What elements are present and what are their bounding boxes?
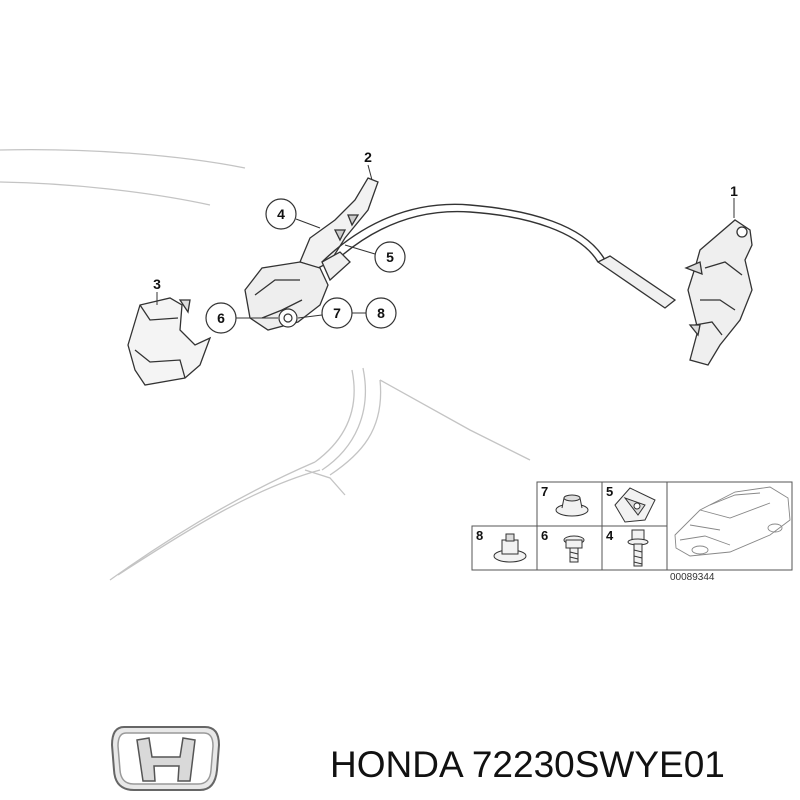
honda-h-logo-icon bbox=[110, 726, 221, 791]
leader-2 bbox=[367, 164, 373, 181]
brand-name: HONDA bbox=[330, 744, 462, 785]
part-3-cover-cap bbox=[127, 297, 212, 386]
car-body-outline bbox=[0, 149, 531, 581]
callout-8-label: 8 bbox=[377, 305, 385, 321]
callout-6-label: 6 bbox=[217, 310, 225, 326]
ref-bolt-icon bbox=[627, 529, 649, 567]
diagram-id: 00089344 bbox=[670, 572, 715, 583]
ref-cell-4-label: 4 bbox=[606, 528, 614, 543]
ref-cell-8-label: 8 bbox=[476, 528, 483, 543]
callout-6: 6 bbox=[205, 302, 278, 334]
callout-7-label: 7 bbox=[333, 305, 341, 321]
ref-clip-nut-icon bbox=[614, 487, 656, 523]
ref-screw-icon bbox=[563, 535, 585, 563]
part-1-motor-assembly bbox=[684, 219, 753, 366]
part-number: 72230SWYE01 bbox=[471, 744, 725, 785]
part-5-cable bbox=[321, 203, 606, 269]
callout-7: 7 bbox=[297, 297, 353, 329]
callout-8: 8 bbox=[352, 297, 397, 329]
ref-washer-icon bbox=[555, 494, 589, 517]
ref-cell-5-label: 5 bbox=[606, 484, 613, 499]
ref-cell-6-label: 6 bbox=[541, 528, 548, 543]
ref-flange-nut-icon bbox=[493, 533, 527, 563]
part-6-nut bbox=[278, 308, 298, 328]
callout-5: 5 bbox=[344, 241, 406, 273]
callout-4-label: 4 bbox=[277, 206, 285, 222]
callout-3-label: 3 bbox=[153, 276, 161, 292]
callout-2-label: 2 bbox=[364, 149, 372, 165]
car-thumbnail-icon bbox=[674, 486, 791, 557]
callout-1-label: 1 bbox=[730, 183, 738, 199]
callout-4: 4 bbox=[265, 198, 321, 230]
ref-cell-7-label: 7 bbox=[541, 484, 548, 499]
part-caption: HONDA 72230SWYE01 bbox=[330, 740, 790, 790]
callout-5-label: 5 bbox=[386, 249, 394, 265]
hardware-reference-table: 7 5 8 6 4 bbox=[471, 481, 793, 583]
part-5-cable-sleeve bbox=[321, 251, 677, 309]
part-drive-housing bbox=[244, 261, 329, 331]
